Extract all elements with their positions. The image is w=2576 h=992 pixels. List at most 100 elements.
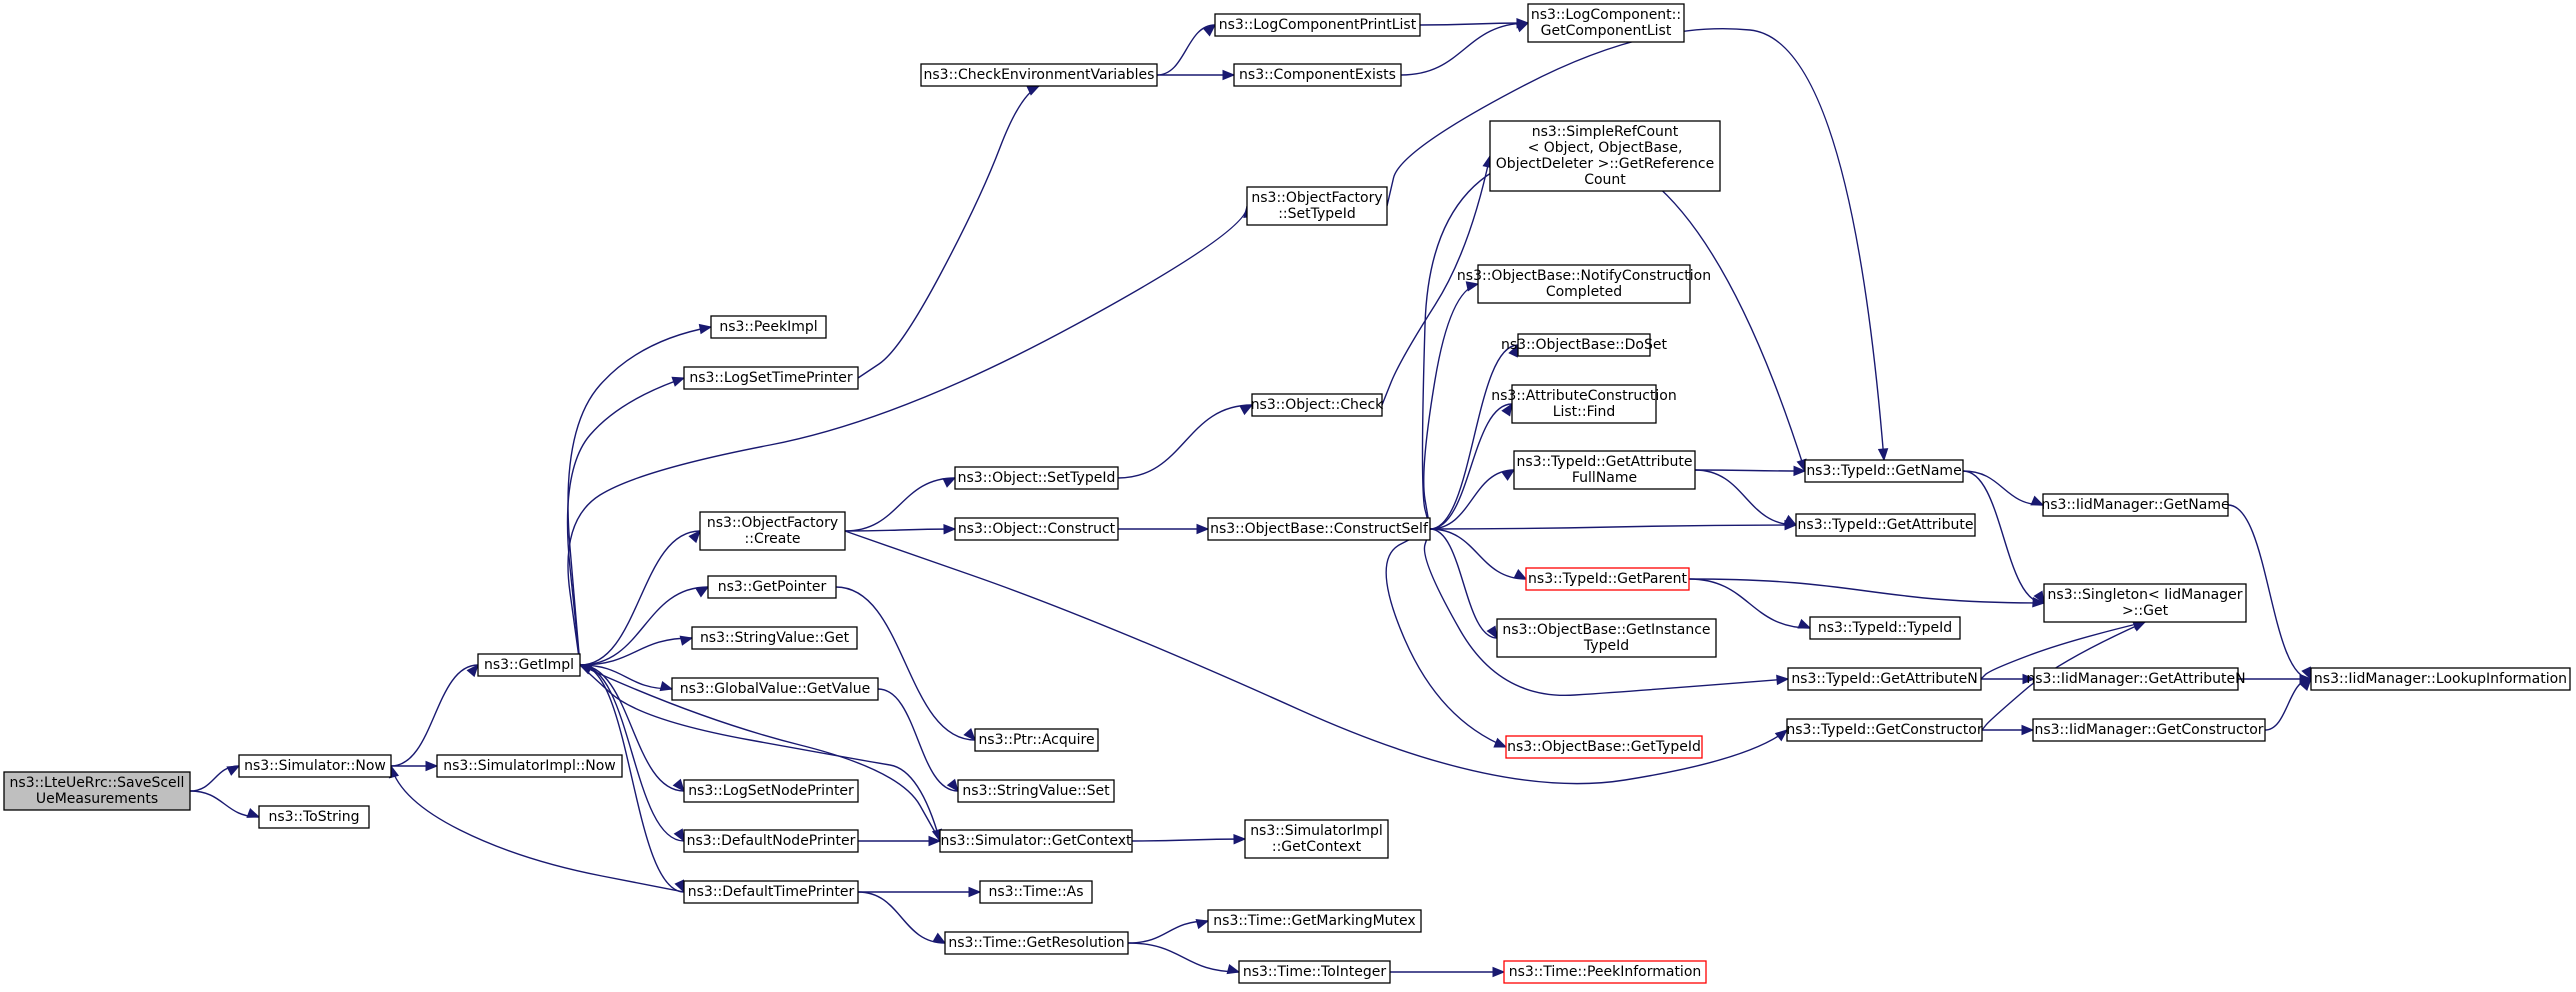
node-n42[interactable]: ns3::TypeId::TypeId (1809, 616, 1961, 640)
node-n16[interactable]: ns3::ComponentExists (1233, 63, 1402, 87)
edge-n22-n34 (1429, 344, 1519, 530)
node-n29[interactable]: ns3::Time::GetMarkingMutex (1207, 909, 1422, 933)
node-n3[interactable]: ns3::SimulatorImpl::Now (436, 754, 623, 778)
edge-n22-n39 (1385, 528, 1507, 748)
arrowhead-icon (1222, 69, 1236, 81)
arrowhead-icon (1465, 281, 1480, 292)
node-n14[interactable]: ns3::CheckEnvironmentVariables (920, 63, 1158, 87)
edge-n14-n15 (1156, 24, 1216, 76)
node-n21[interactable]: ns3::Object::Construct (954, 517, 1119, 541)
node-n39[interactable]: ns3::ObjectBase::GetTypeId (1505, 735, 1703, 759)
node-n19[interactable]: ns3::Object::Check (1251, 393, 1384, 417)
node-n31[interactable]: ns3::Time::PeekInformation (1503, 960, 1707, 984)
node-n40[interactable]: ns3::TypeId::GetName (1804, 459, 1964, 483)
node-n45[interactable]: ns3::IidManager::GetName (2041, 493, 2230, 517)
node-n2[interactable]: ns3::ToString (258, 805, 370, 829)
arrowhead-icon (1877, 448, 1889, 462)
node-box (1233, 63, 1402, 87)
edge-n15-n17 (1419, 22, 1529, 26)
arrowhead-icon (943, 523, 957, 535)
node-label: ns3::SimpleRefCount (1532, 124, 1679, 140)
node-n47[interactable]: ns3::IidManager::GetAttributeN (2026, 667, 2246, 691)
node-n28[interactable]: ns3::Time::GetResolution (944, 931, 1129, 955)
edge-n44-n46 (1981, 621, 2146, 731)
arrowhead-icon (932, 932, 947, 944)
arrowhead-icon (1793, 465, 1807, 477)
node-n25[interactable]: ns3::Simulator::GetContext (939, 829, 1133, 853)
edge-n25-n4 (579, 664, 941, 842)
node-n11[interactable]: ns3::LogSetNodePrinter (683, 779, 859, 803)
node-n48[interactable]: ns3::IidManager::GetConstructor (2032, 718, 2266, 742)
edge-n4-n8 (579, 586, 709, 666)
node-n18[interactable]: ns3::ObjectFactory::SetTypeId (1246, 186, 1388, 226)
node-n15[interactable]: ns3::LogComponentPrintList (1214, 13, 1421, 37)
node-label: ns3::LogComponentPrintList (1219, 17, 1417, 33)
node-n41[interactable]: ns3::TypeId::GetAttribute (1795, 513, 1976, 537)
node-n34[interactable]: ns3::ObjectBase::DoSet (1501, 333, 1667, 357)
node-n1[interactable]: ns3::Simulator::Now (238, 754, 392, 778)
node-n43[interactable]: ns3::TypeId::GetAttributeN (1787, 667, 1982, 691)
edge-n18-n40 (1386, 27, 1885, 461)
arrowhead-icon (466, 663, 479, 678)
nodes-layer: ns3::LteUeRrc::SaveScellUeMeasurementsns… (3, 3, 2571, 984)
node-box (1804, 459, 1964, 483)
node-n10[interactable]: ns3::GlobalValue::GetValue (671, 677, 879, 701)
node-n32[interactable]: ns3::SimpleRefCount< Object, ObjectBase,… (1489, 120, 1721, 192)
node-n6[interactable]: ns3::LogSetTimePrinter (683, 366, 859, 390)
node-n37[interactable]: ns3::TypeId::GetParent (1525, 567, 1690, 591)
node-label: Count (1584, 172, 1626, 188)
edge-n22-n35 (1429, 403, 1513, 530)
node-n17[interactable]: ns3::LogComponent::GetComponentList (1527, 3, 1685, 43)
node-label: ns3::ObjectBase::GetTypeId (1507, 739, 1701, 755)
node-n33[interactable]: ns3::ObjectBase::NotifyConstructionCompl… (1457, 264, 1711, 304)
node-box (2310, 667, 2571, 691)
node-n46[interactable]: ns3::Singleton< IidManager >::Get (2043, 583, 2247, 623)
node-n22[interactable]: ns3::ObjectBase::ConstructSelf (1207, 517, 1431, 541)
node-box (2032, 718, 2266, 742)
node-label: ns3::Object::Construct (958, 521, 1116, 537)
edge-n22-n33 (1423, 283, 1479, 530)
node-n26[interactable]: ns3::SimulatorImpl::GetContext (1244, 819, 1389, 859)
edge-n37-n46 (1688, 578, 2045, 604)
edge-n4-n7 (579, 530, 701, 666)
node-box (3, 771, 191, 811)
node-n49[interactable]: ns3::IidManager::LookupInformation (2310, 667, 2571, 691)
node-box (1238, 960, 1391, 984)
arrowhead-icon (1486, 625, 1498, 640)
edge-n45-n49 (2227, 504, 2312, 680)
edge-n22-n36 (1429, 469, 1515, 530)
node-label: ns3::ObjectBase::NotifyConstruction (1457, 268, 1711, 284)
node-n13[interactable]: ns3::DefaultTimePrinter (683, 880, 859, 904)
node-label: TypeId (1583, 638, 1629, 654)
node-n30[interactable]: ns3::Time::ToInteger (1238, 960, 1391, 984)
node-n5[interactable]: ns3::PeekImpl (710, 315, 827, 339)
node-n23[interactable]: ns3::Ptr::Acquire (974, 728, 1099, 752)
node-box (2043, 583, 2247, 623)
node-box (710, 315, 827, 339)
arrowhead-icon (1195, 918, 1210, 930)
node-n20[interactable]: ns3::Object::SetTypeId (954, 466, 1119, 490)
node-n9[interactable]: ns3::StringValue::Get (691, 626, 858, 650)
node-n24[interactable]: ns3::StringValue::Set (957, 779, 1115, 803)
node-box (238, 754, 392, 778)
node-n7[interactable]: ns3::ObjectFactory::Create (699, 511, 846, 551)
node-n27[interactable]: ns3::Time::As (979, 880, 1093, 904)
node-n4[interactable]: ns3::GetImpl (477, 653, 581, 677)
arrowhead-icon (2033, 590, 2045, 605)
node-n12[interactable]: ns3::DefaultNodePrinter (683, 829, 859, 853)
node-n44[interactable]: ns3::TypeId::GetConstructor (1786, 718, 1983, 742)
arrowhead-icon (2022, 673, 2036, 685)
node-box (1517, 333, 1651, 357)
node-n8[interactable]: ns3::GetPointer (707, 575, 837, 599)
node-box (944, 931, 1129, 955)
node-box (1525, 567, 1690, 591)
node-label: ns3::IidManager::GetConstructor (2034, 722, 2263, 738)
edge-n1-n4 (390, 664, 479, 767)
edge-n10-n24 (877, 688, 959, 792)
node-label: ns3::LteUeRrc::SaveScell (10, 775, 185, 791)
node-label: ObjectDeleter >::GetReference (1496, 156, 1714, 172)
